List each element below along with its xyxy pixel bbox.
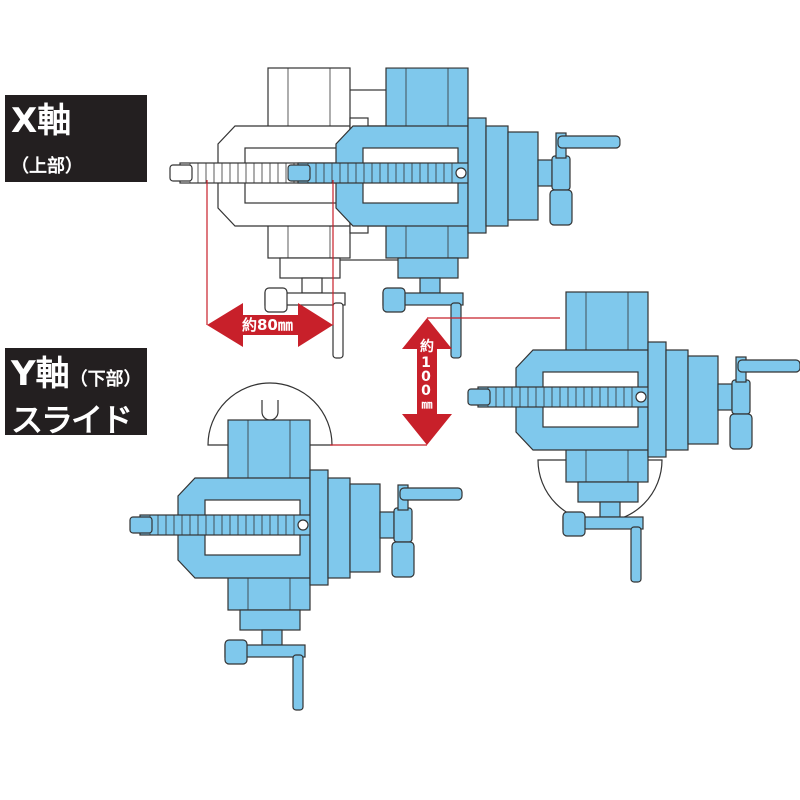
y-axis-vise-end: [467, 291, 800, 583]
y-axis-paren: （下部）: [69, 369, 142, 390]
y-slide-value: 約 100 ㎜: [418, 340, 436, 412]
y-axis-title: Y軸: [11, 354, 70, 394]
x-axis-label: X軸 （上部） スライド幅: [5, 95, 147, 266]
y-slide-number: 100: [418, 355, 434, 397]
x-axis-title: X軸: [11, 101, 72, 141]
y-axis-vise-start: [129, 382, 463, 711]
y-slide-prefix: 約: [420, 339, 434, 355]
y-slide-arrow: [402, 318, 452, 445]
dimension-guide-lines: [206, 180, 560, 446]
x-slide-value: 約80㎜: [242, 316, 293, 334]
y-slide-unit: ㎜: [421, 398, 433, 411]
x-axis-subtitle: スライド幅: [11, 188, 133, 266]
x-axis-paren: （上部）: [11, 156, 83, 177]
x-slide-arrow: [207, 303, 333, 347]
y-axis-label: Y軸（下部） スライド幅: [5, 348, 147, 479]
y-axis-subtitle: スライド幅: [11, 401, 133, 479]
